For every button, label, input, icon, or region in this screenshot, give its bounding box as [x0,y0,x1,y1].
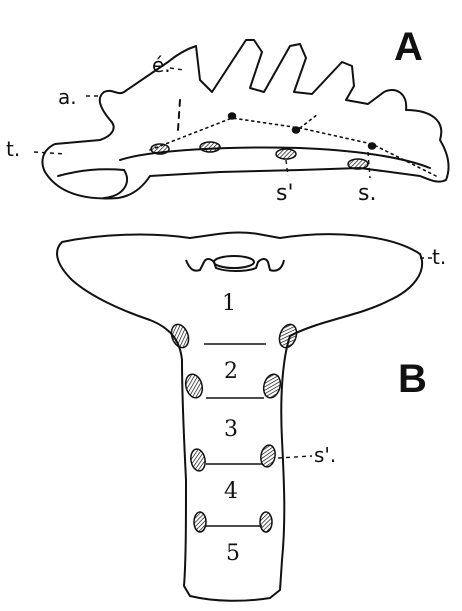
panel-a-lateral-view [42,40,448,198]
segment-label-3: 3 [224,417,238,442]
label-t-b: t. [432,245,446,269]
panel-a-foramina [151,113,376,169]
panel-b-top-notch [186,259,284,271]
panel-a-dotted-short [300,114,318,128]
panel-b-foramen [259,444,277,468]
panel-b-foramen [168,322,191,350]
panel-a-foramen-small [369,143,376,149]
segment-label-2: 2 [224,359,238,384]
panel-a-inner-line [58,169,124,176]
panel-a-lower-curve [104,170,127,198]
leader-e-prime [170,68,184,70]
panel-a-foramen [200,142,220,152]
panel-b-top-foramen [214,256,254,268]
label-s: s. [358,181,376,206]
leader-t [34,152,66,154]
panel-b-foramen [183,372,205,399]
segment-label-1: 1 [222,291,236,316]
panel-a-foramen [348,159,368,169]
segment-label-4: 4 [224,479,238,504]
panel-b-foramen [189,448,207,472]
panel-b-foramen [194,512,206,532]
panel-a-letter: A [394,25,423,69]
panel-a-outline [42,40,448,198]
segment-label-5: 5 [226,541,240,566]
label-t-a: t. [6,137,20,161]
panel-a-foramen [151,144,169,154]
label-s-prime-a: s' [276,181,294,206]
panel-a-foramen-small [229,113,236,119]
label-e-prime: é. [152,53,171,77]
label-s-prime-b: s'. [314,443,336,467]
panel-b-foramen [260,512,272,532]
label-a: a. [58,85,77,109]
panel-b-letter: B [398,357,427,401]
panel-b-foramen [261,372,283,399]
panel-a-foramen [276,149,296,159]
panel-b-foramen [276,322,299,350]
panel-a-foramen-small [293,127,300,133]
leader-s-prime [286,160,288,176]
panel-a-dash-fragment [178,100,180,130]
